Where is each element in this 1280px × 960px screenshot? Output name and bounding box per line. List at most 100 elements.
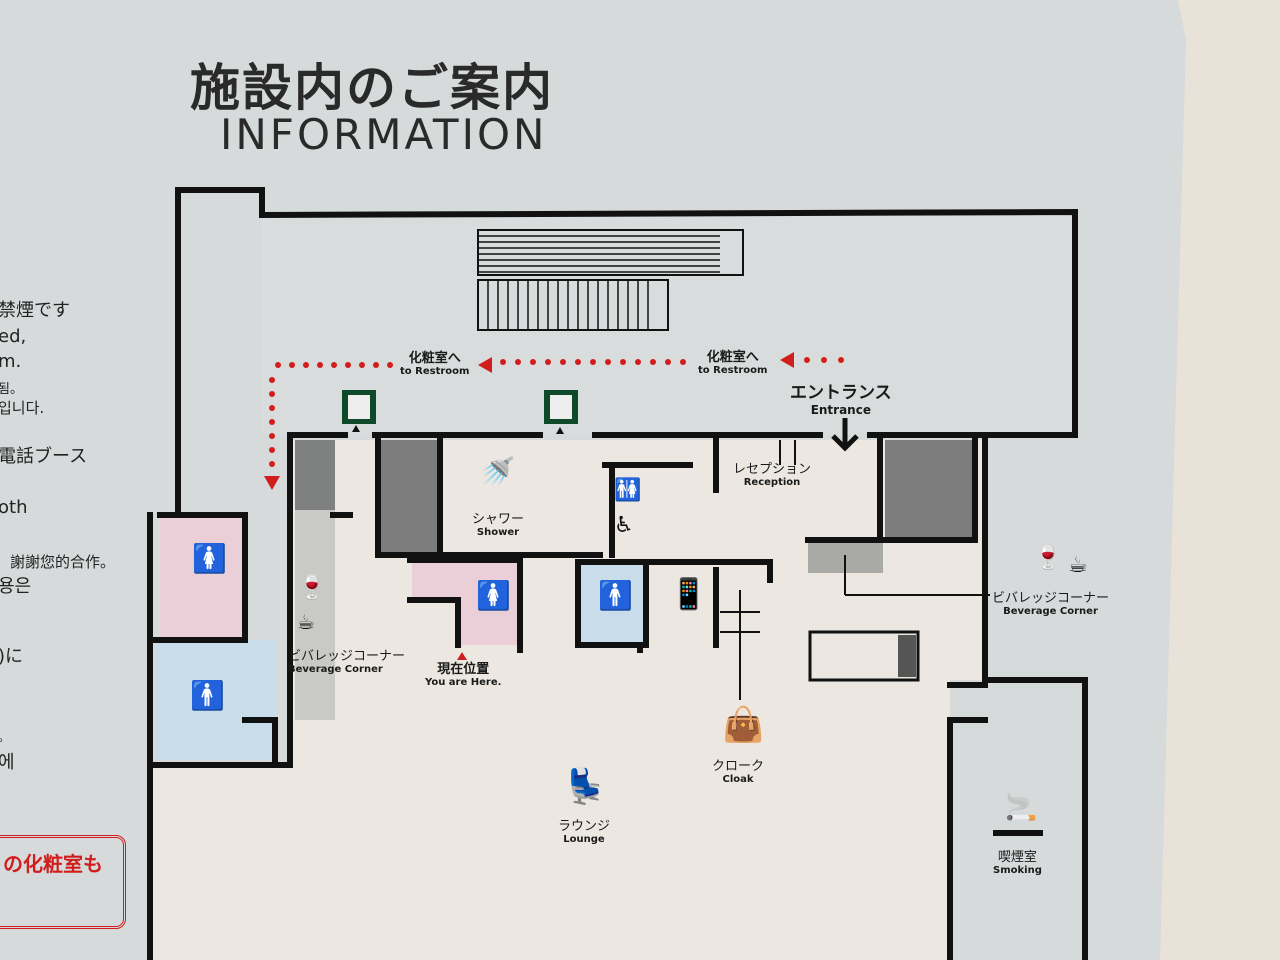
route-dot — [665, 359, 671, 365]
route-dot — [269, 461, 275, 467]
route-dot — [345, 362, 351, 368]
route-dot — [373, 362, 379, 368]
mens-restroom-left — [155, 640, 275, 760]
route-dot — [269, 391, 275, 397]
beverage-jp: ビバレッジコーナー — [992, 591, 1110, 606]
route-dot — [650, 359, 656, 365]
route-label-jp: 化粧室へ — [408, 351, 461, 366]
shower-room — [440, 445, 600, 555]
side-text: 禁煙です — [0, 300, 70, 321]
you-are-here-en: You are Here. — [425, 677, 502, 688]
emergency-exit-icon — [342, 390, 578, 434]
side-text: 電話ブース — [0, 446, 88, 467]
smoking-jp: 喫煙室 — [997, 850, 1037, 865]
walls — [147, 187, 1088, 960]
floor-area — [150, 440, 985, 960]
accessible-restroom-icon: ♿ — [614, 513, 634, 538]
route-label-jp: 化粧室へ — [706, 350, 759, 365]
route-dot — [530, 359, 536, 365]
side-text: 됨。 — [0, 382, 23, 397]
coffee-cup-icon: ☕ — [297, 610, 315, 634]
wine-glass-icon: 🍷 — [1033, 543, 1063, 571]
route-dot — [500, 359, 506, 365]
dark-room-right — [885, 440, 975, 540]
route-dot — [821, 357, 827, 363]
wine-glass-icon: 🍷 — [297, 573, 327, 601]
page-subtitle: INFORMATION — [220, 110, 548, 159]
women-icon: 🚺 — [476, 579, 511, 612]
stairs — [477, 229, 744, 331]
lounge-en: Lounge — [563, 834, 605, 845]
side-text: 謝謝您的合作。 — [10, 553, 116, 571]
side-text: )に — [0, 646, 24, 667]
route-dot — [289, 362, 295, 368]
entrance-jp: エントランス — [790, 383, 892, 403]
route-arrow-icon — [478, 357, 492, 373]
you-are-here-jp: 現在位置 — [437, 662, 490, 677]
route-dot — [331, 362, 337, 368]
smoking-en: Smoking — [993, 865, 1042, 876]
womens-restroom — [412, 562, 520, 645]
lounge-jp: ラウンジ — [558, 819, 611, 834]
route-dot — [804, 357, 810, 363]
phone-booth-icon: 📱 — [670, 577, 708, 612]
women-icon: 🚺 — [192, 542, 227, 575]
side-text: oth — [0, 497, 28, 518]
route-dot — [359, 362, 365, 368]
route-dot — [620, 359, 626, 365]
route-dot — [275, 362, 281, 368]
route-label-en: to Restroom — [400, 366, 470, 377]
route-dot — [560, 359, 566, 365]
restroom-icon: 🚻 — [614, 478, 642, 503]
beverage-en: Beverage Corner — [288, 664, 383, 675]
route-dot — [303, 362, 309, 368]
entrance-en: Entrance — [810, 403, 871, 417]
route-dot — [680, 359, 686, 365]
mens-restroom — [578, 562, 646, 645]
route-arrow-icon — [264, 476, 280, 490]
shower-en: Shower — [476, 527, 520, 538]
restroom-route — [269, 357, 844, 467]
entrance-arrow-icon — [831, 418, 859, 452]
route-dot — [515, 359, 521, 365]
route-label-en: to Restroom — [698, 365, 768, 376]
men-icon: 🚹 — [190, 679, 225, 712]
men-icon: 🚹 — [598, 579, 633, 612]
beverage-en: Beverage Corner — [1003, 606, 1098, 617]
route-dot — [590, 359, 596, 365]
side-text: 입니다. — [0, 399, 45, 417]
restroom-notice: の化粧室も — [0, 835, 126, 929]
route-dot — [605, 359, 611, 365]
storage-room — [378, 440, 440, 555]
route-dot — [635, 359, 641, 365]
route-dot — [269, 433, 275, 439]
reception-jp: レセプション — [733, 462, 812, 477]
lounge-chair-icon: 💺 — [564, 767, 607, 807]
route-dot — [838, 357, 844, 363]
route-dot — [269, 447, 275, 453]
cloak-bag-icon: 👜 — [722, 705, 765, 745]
side-text: 에 — [0, 752, 15, 773]
route-arrow-icon — [780, 352, 794, 368]
route-dot — [269, 419, 275, 425]
side-text: 용은 — [0, 576, 32, 597]
cloak-en: Cloak — [722, 774, 754, 785]
notice-text: の化粧室も — [3, 852, 103, 876]
side-text: 。 — [0, 728, 10, 745]
cloak-jp: クローク — [712, 759, 765, 774]
side-text: ed, — [0, 326, 27, 347]
route-dot — [269, 405, 275, 411]
smoking-icon: 🚬 — [1005, 793, 1038, 823]
page-title: 施設内のご案内 — [190, 59, 554, 117]
route-dot — [387, 362, 393, 368]
you-are-here-marker-icon — [457, 652, 467, 660]
